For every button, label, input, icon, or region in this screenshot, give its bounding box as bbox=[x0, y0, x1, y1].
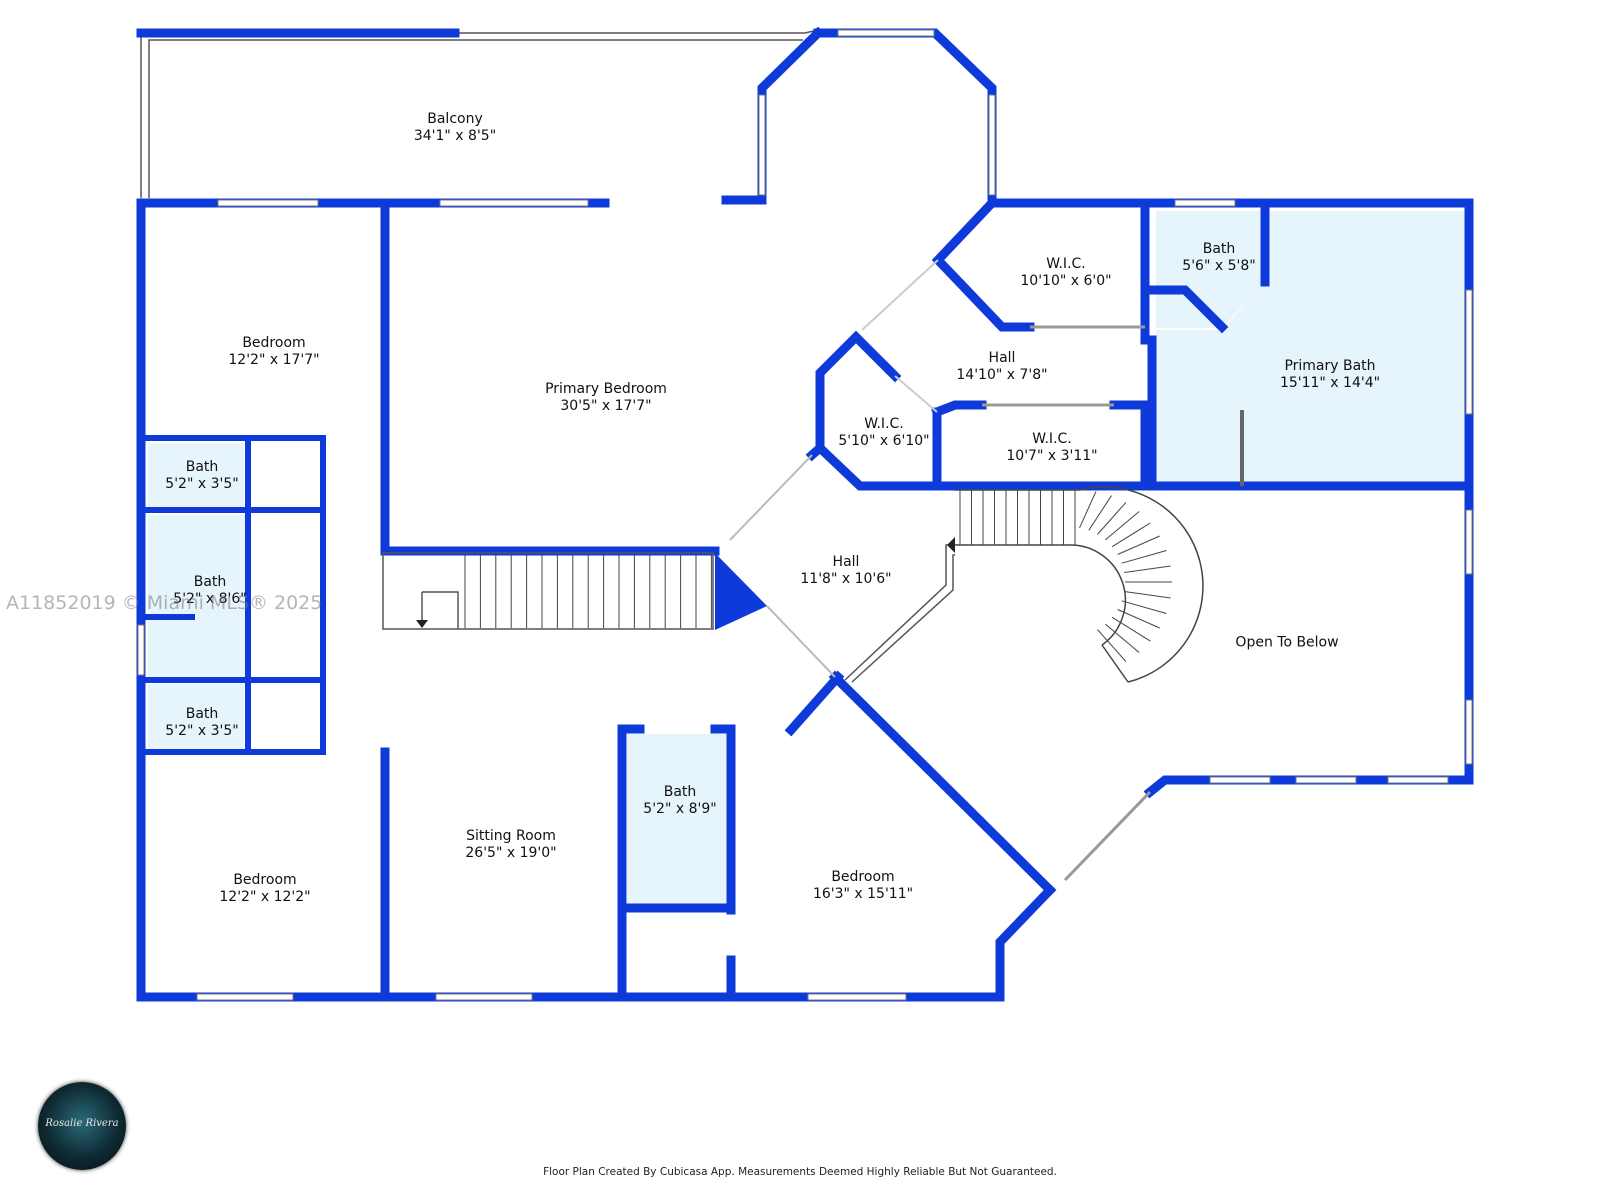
room-sitting-room: Sitting Room 26'5" x 19'0" bbox=[465, 828, 556, 862]
room-size: 26'5" x 19'0" bbox=[465, 845, 557, 861]
room-bath-c: Bath 5'2" x 3'5" bbox=[165, 706, 238, 740]
bath-fills bbox=[148, 211, 1465, 906]
room-wic-left: W.I.C. 5'10" x 6'10" bbox=[838, 416, 929, 450]
room-bath-b: Bath 5'2" x 8'6" bbox=[173, 574, 246, 608]
room-name: Open To Below bbox=[1235, 634, 1339, 651]
photographer-logo: Rosalie Rivera bbox=[38, 1082, 126, 1170]
room-name: W.I.C. bbox=[1046, 256, 1086, 272]
room-primary-bedroom: Primary Bedroom 30'5" x 17'7" bbox=[545, 381, 667, 415]
stair-tread bbox=[1121, 600, 1167, 614]
room-size: 30'5" x 17'7" bbox=[560, 398, 652, 414]
stair-tread bbox=[1097, 501, 1127, 535]
room-hall-center: Hall 11'8" x 10'6" bbox=[800, 554, 891, 588]
room-size: 10'10" x 6'0" bbox=[1020, 273, 1112, 289]
room-size: 5'2" x 3'5" bbox=[165, 723, 239, 739]
room-name: Primary Bath bbox=[1284, 358, 1376, 374]
room-name: W.I.C. bbox=[1032, 431, 1072, 447]
room-bath-top: Bath 5'6" x 5'8" bbox=[1182, 241, 1255, 275]
room-bedroom-se: Bedroom 16'3" x 15'11" bbox=[813, 869, 913, 903]
room-primary-bath: Primary Bath 15'11" x 14'4" bbox=[1280, 358, 1380, 392]
room-hall-top: Hall 14'10" x 7'8" bbox=[956, 350, 1047, 384]
stair-tread bbox=[1105, 511, 1140, 541]
stair-tread bbox=[1105, 623, 1140, 653]
stair-steps bbox=[464, 555, 712, 628]
stair-tread bbox=[1088, 495, 1112, 531]
room-open-to-below: Open To Below bbox=[1235, 635, 1338, 652]
walls bbox=[136, 26, 1474, 1002]
stair-tread bbox=[1124, 591, 1171, 599]
room-size: 34'1" x 8'5" bbox=[413, 128, 497, 144]
curved-stair bbox=[844, 486, 1204, 683]
room-size: 12'2" x 17'7" bbox=[228, 352, 320, 368]
room-name: Bath bbox=[185, 706, 219, 722]
room-size: 12'2" x 12'2" bbox=[219, 889, 311, 905]
stair-tread bbox=[1111, 616, 1151, 642]
room-size: 5'2" x 8'6" bbox=[173, 591, 247, 607]
room-name: Hall bbox=[832, 554, 860, 570]
mls-watermark: A11852019 © Miami MLS® 2025 bbox=[6, 592, 323, 614]
room-size: 10'7" x 3'11" bbox=[1006, 448, 1098, 464]
room-size: 5'2" x 3'5" bbox=[165, 476, 239, 492]
room-wic-small: W.I.C. 10'7" x 3'11" bbox=[1006, 431, 1097, 465]
stair-tread bbox=[1079, 491, 1097, 529]
balcony-rail bbox=[140, 29, 819, 198]
room-name: Primary Bedroom bbox=[545, 381, 667, 397]
room-name: Bath bbox=[1202, 241, 1236, 257]
room-size: 15'11" x 14'4" bbox=[1279, 375, 1381, 391]
stair-tread bbox=[1121, 550, 1167, 564]
room-name: Bedroom bbox=[831, 869, 895, 885]
room-name: Bath bbox=[663, 784, 697, 800]
room-bedroom-sw: Bedroom 12'2" x 12'2" bbox=[219, 872, 310, 906]
straight-stair bbox=[382, 552, 714, 630]
stair-tread bbox=[1117, 535, 1160, 555]
room-size: 5'10" x 6'10" bbox=[838, 433, 930, 449]
stair-tread bbox=[1124, 565, 1171, 573]
room-size: 14'10" x 7'8" bbox=[956, 367, 1048, 383]
room-name: Bath bbox=[185, 459, 219, 475]
room-balcony: Balcony 34'1" x 8'5" bbox=[414, 111, 496, 145]
room-name: W.I.C. bbox=[864, 416, 904, 432]
stair-tread bbox=[1111, 522, 1151, 548]
room-bedroom-nw: Bedroom 12'2" x 17'7" bbox=[228, 335, 319, 369]
room-name: Balcony bbox=[427, 111, 483, 127]
room-name: Hall bbox=[988, 350, 1016, 366]
room-wic-top: W.I.C. 10'10" x 6'0" bbox=[1020, 256, 1111, 290]
curved-stair-steps bbox=[959, 490, 1172, 663]
room-name: Bedroom bbox=[233, 872, 297, 888]
room-size: 16'3" x 15'11" bbox=[812, 886, 914, 902]
room-bath-a: Bath 5'2" x 3'5" bbox=[165, 459, 238, 493]
room-name: Bedroom bbox=[242, 335, 306, 351]
room-size: 5'6" x 5'8" bbox=[1182, 258, 1256, 274]
stair-tread bbox=[1097, 629, 1127, 663]
room-size: 11'8" x 10'6" bbox=[800, 571, 892, 587]
room-name: Bath bbox=[193, 574, 227, 590]
footer-disclaimer: Floor Plan Created By Cubicasa App. Meas… bbox=[543, 1166, 1057, 1178]
stair-tread bbox=[1117, 609, 1160, 629]
logo-signature: Rosalie Rivera bbox=[45, 1118, 119, 1129]
room-size: 5'2" x 8'9" bbox=[643, 801, 717, 817]
room-name: Sitting Room bbox=[466, 828, 556, 844]
room-bath-d: Bath 5'2" x 8'9" bbox=[643, 784, 716, 818]
windows bbox=[137, 29, 1473, 1001]
